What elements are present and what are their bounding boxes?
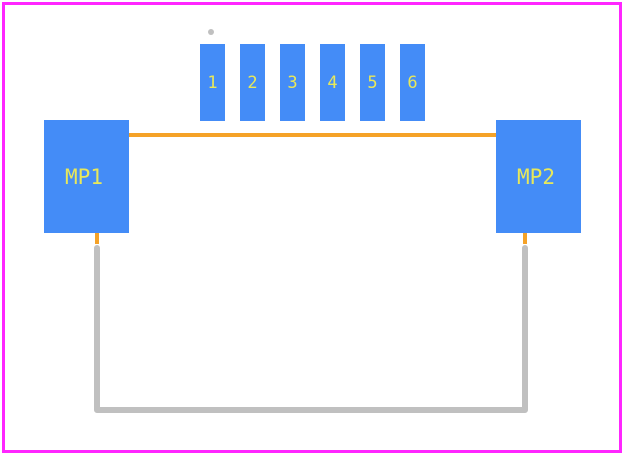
- signal-pin-rect: [280, 44, 305, 121]
- signal-pin-rect: [240, 44, 265, 121]
- signal-pin-label: 1: [207, 73, 217, 93]
- signal-pin-rect: [360, 44, 385, 121]
- signal-pin-6: 6: [400, 44, 425, 121]
- signal-pin-rect: [400, 44, 425, 121]
- mounting-pad-rect: [44, 120, 129, 233]
- mounting-pad-label: MP1: [65, 165, 103, 189]
- signal-pin-3: 3: [280, 44, 305, 121]
- signal-pins: 1 2 3 4 5 6: [200, 44, 425, 121]
- signal-pin-label: 2: [247, 73, 257, 93]
- mounting-pad-mp2: MP2: [496, 120, 581, 233]
- mounting-pad-mp1: MP1: [44, 120, 129, 233]
- signal-pin-5: 5: [360, 44, 385, 121]
- signal-pin-label: 4: [327, 73, 337, 93]
- signal-pin-rect: [320, 44, 345, 121]
- silkscreen-outline: [94, 245, 528, 413]
- signal-pin-label: 5: [367, 73, 377, 93]
- signal-pin-rect: [200, 44, 225, 121]
- signal-pin-label: 3: [287, 73, 297, 93]
- signal-pin-2: 2: [240, 44, 265, 121]
- pin1-marker-dot: [208, 29, 214, 35]
- signal-pin-1: 1: [200, 44, 225, 121]
- mounting-pad-label: MP2: [517, 165, 555, 189]
- signal-pin-label: 6: [407, 73, 417, 93]
- signal-pin-4: 4: [320, 44, 345, 121]
- mounting-pad-rect: [496, 120, 581, 233]
